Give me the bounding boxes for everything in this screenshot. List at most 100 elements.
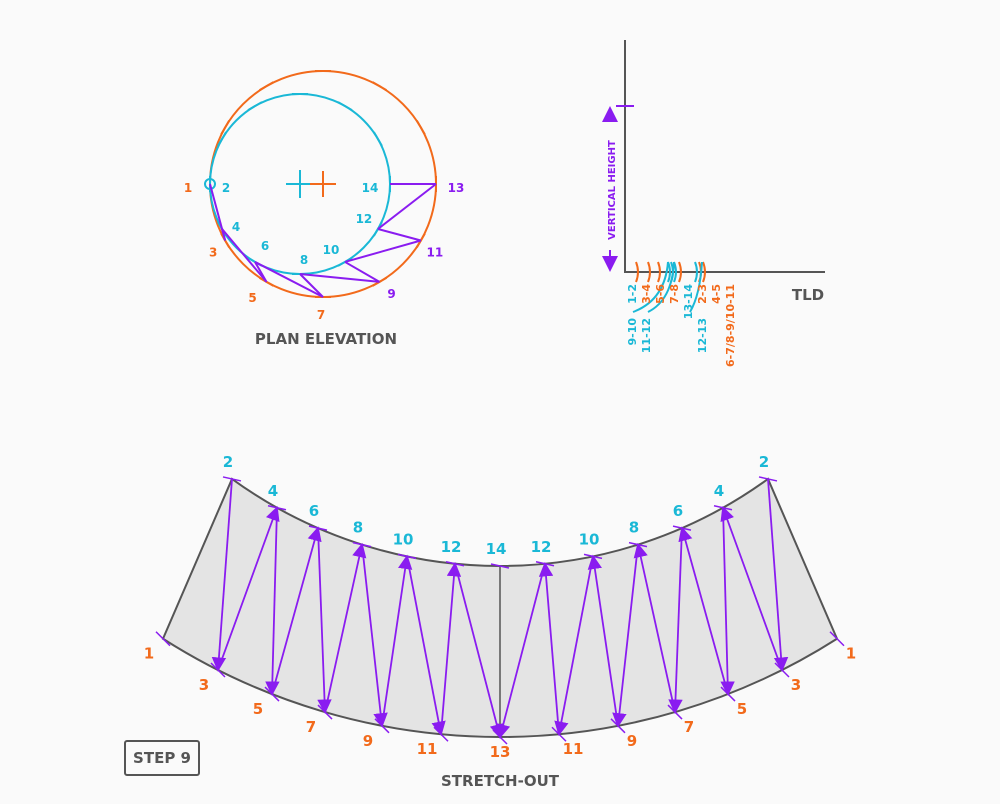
- plan-point-label: 10: [323, 243, 340, 257]
- arc-intersection-mark: [155, 631, 171, 647]
- arc-intersection-mark: [774, 662, 790, 678]
- triangulation-line: [538, 561, 560, 735]
- triangulation-line: [678, 526, 729, 695]
- triangulation-line: [767, 478, 789, 672]
- triangulation-line: [612, 544, 639, 728]
- triangulation-line: [440, 561, 462, 735]
- point-1-2-marker: [204, 178, 216, 190]
- plan-point-label: 9: [387, 287, 395, 301]
- stretch-outer-label: 3: [791, 676, 801, 694]
- triangulation-line: [720, 506, 783, 671]
- triangulation-line: [554, 556, 594, 736]
- stretch-inner-label: 6: [673, 502, 683, 520]
- stretch-outer-label: 11: [563, 740, 584, 758]
- triangulation-line: [406, 556, 446, 736]
- division-tick: [415, 120, 426, 135]
- triangulation-line: [720, 507, 735, 696]
- triangulation-line: [265, 507, 280, 696]
- stretch-outer-label: 5: [737, 700, 747, 718]
- stretch-outer-label: 11: [417, 740, 438, 758]
- arc-intersection-mark: [628, 541, 648, 548]
- division-tick: [337, 101, 353, 111]
- plan-elevation-title: PLAN ELEVATION: [255, 330, 397, 348]
- stretch-outer-label: 5: [253, 700, 263, 718]
- stretch-outer-label: 3: [199, 676, 209, 694]
- triangulation-line: [454, 563, 504, 739]
- stretch-inner-label: 14: [486, 540, 507, 558]
- plan-point-label: 7: [317, 308, 325, 322]
- true-length-arc: [702, 261, 706, 283]
- stretch-inner-label: 4: [268, 482, 278, 500]
- true-length-arc: [657, 261, 661, 283]
- tld-title: TLD: [792, 286, 824, 304]
- tld-length-label: 11-12: [640, 318, 653, 353]
- arc-intersection-mark: [222, 476, 242, 482]
- triangulation-line: [377, 183, 437, 230]
- tld-length-label: 6-7/8-9/10-11: [724, 284, 737, 367]
- vertical-height-label: VERTICAL HEIGHT: [607, 140, 618, 240]
- arc-intersection-mark: [490, 563, 510, 569]
- true-length-arc: [647, 261, 651, 283]
- stretch-inner-label: 2: [223, 453, 233, 471]
- plan-point-label: 11: [427, 246, 444, 260]
- division-tick: [372, 81, 387, 92]
- tld-length-label: 1-2: [626, 284, 639, 304]
- stretch-outer-label: 9: [363, 732, 373, 750]
- triangulation-line: [377, 228, 422, 242]
- arc-intersection-mark: [492, 729, 508, 745]
- division-tick: [259, 81, 274, 92]
- triangulation-line: [211, 478, 233, 672]
- plan-point-label: 5: [248, 291, 256, 305]
- triangulation-line: [587, 554, 619, 726]
- stretch-outer-label: 7: [306, 718, 316, 736]
- triangulation-line: [299, 273, 324, 298]
- division-tick: [217, 131, 227, 147]
- arc-intersection-mark: [352, 541, 372, 548]
- arc-intersection-mark: [317, 704, 333, 720]
- triangulation-line: [668, 528, 683, 714]
- stretch-inner-label: 4: [714, 482, 724, 500]
- triangulation-line: [344, 261, 380, 283]
- plan-point-label: 14: [362, 181, 379, 195]
- tld-length-label: 3-4: [640, 284, 653, 304]
- stretch-outer-label: 1: [144, 645, 154, 663]
- arc-intersection-mark: [667, 704, 683, 720]
- stretch-out-title: STRETCH-OUT: [441, 772, 560, 790]
- arc-intersection-mark: [720, 686, 736, 702]
- swing-arc: [632, 261, 669, 313]
- arc-intersection-mark: [535, 561, 555, 567]
- stretch-inner-label: 12: [441, 538, 462, 556]
- tld-length-label: 12-13: [696, 318, 709, 353]
- arc-intersection-mark: [445, 561, 465, 567]
- tld-length-label: 5-6: [654, 284, 667, 304]
- stretch-inner-label: 6: [309, 502, 319, 520]
- division-tick: [220, 120, 231, 135]
- triangulation-line: [254, 261, 268, 283]
- stretch-outer-label: 7: [684, 718, 694, 736]
- tld-length-label: 2-3: [696, 284, 709, 304]
- arc-intersection-mark: [610, 718, 626, 734]
- plan-point-label: 13: [448, 181, 465, 195]
- triangulation-line: [221, 228, 268, 283]
- plan-point-label: 6: [261, 239, 269, 253]
- stretch-inner-label: 8: [353, 519, 363, 537]
- division-tick: [247, 101, 263, 111]
- plan-point-label: 12: [356, 212, 373, 226]
- arc-intersection-mark: [433, 726, 449, 742]
- arc-intersection-mark: [713, 505, 733, 511]
- swing-arc: [689, 261, 703, 313]
- stretch-outer-label: 13: [490, 743, 511, 761]
- triangulation-line: [299, 273, 380, 283]
- plan-point-label: 3: [209, 246, 217, 260]
- triangulation-line: [271, 526, 322, 695]
- division-tick: [373, 131, 383, 147]
- plan-point-label: 2: [222, 181, 230, 195]
- plan-point-label: 8: [300, 253, 308, 267]
- triangulation-line: [344, 239, 422, 263]
- plan-point-label: 4: [232, 220, 240, 234]
- arc-intersection-mark: [829, 631, 845, 647]
- arc-intersection-mark: [264, 686, 280, 702]
- true-length-arc: [694, 261, 698, 283]
